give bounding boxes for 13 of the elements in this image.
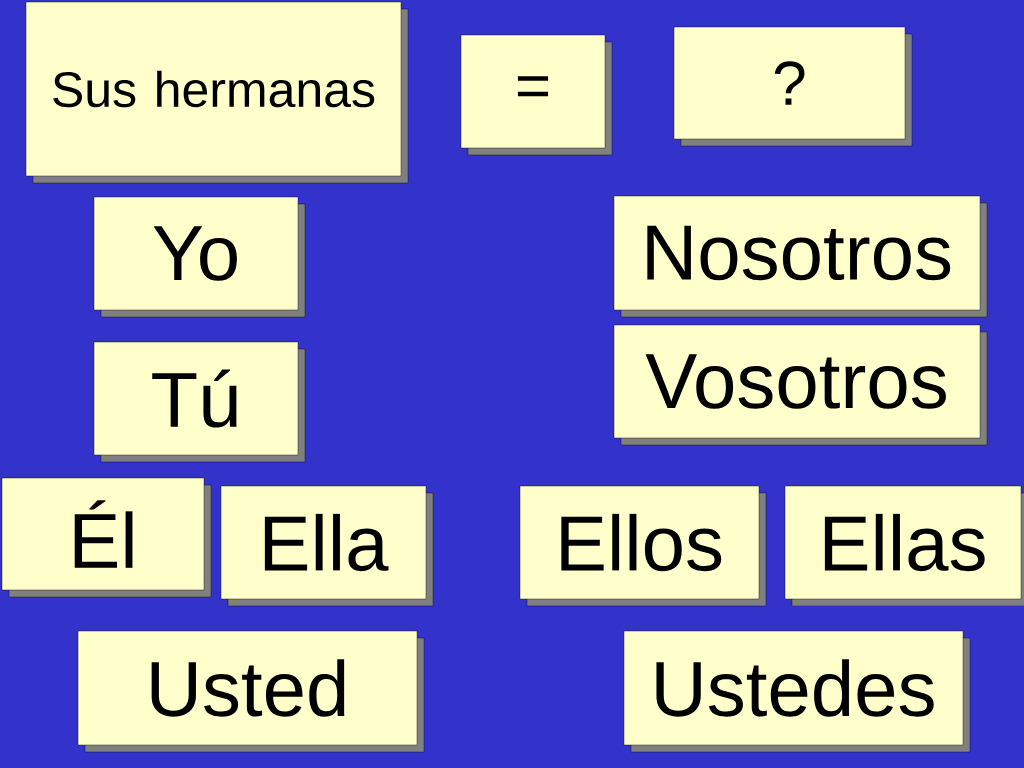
- word-card: =: [460, 34, 613, 156]
- word-card: ?: [673, 26, 913, 147]
- word-card: Ustedes: [623, 630, 971, 753]
- word-card: Ellas: [784, 485, 1024, 607]
- word-card: Ellos: [519, 485, 767, 607]
- word-card: Usted: [77, 630, 425, 753]
- word-card: Ella: [220, 485, 434, 607]
- word-card: Tú: [93, 341, 306, 463]
- word-card: Nosotros: [613, 195, 988, 318]
- word-card: Él: [1, 477, 212, 598]
- word-card: Sus hermanas: [25, 1, 409, 184]
- word-card: Vosotros: [613, 324, 988, 446]
- word-card: Yo: [93, 196, 306, 318]
